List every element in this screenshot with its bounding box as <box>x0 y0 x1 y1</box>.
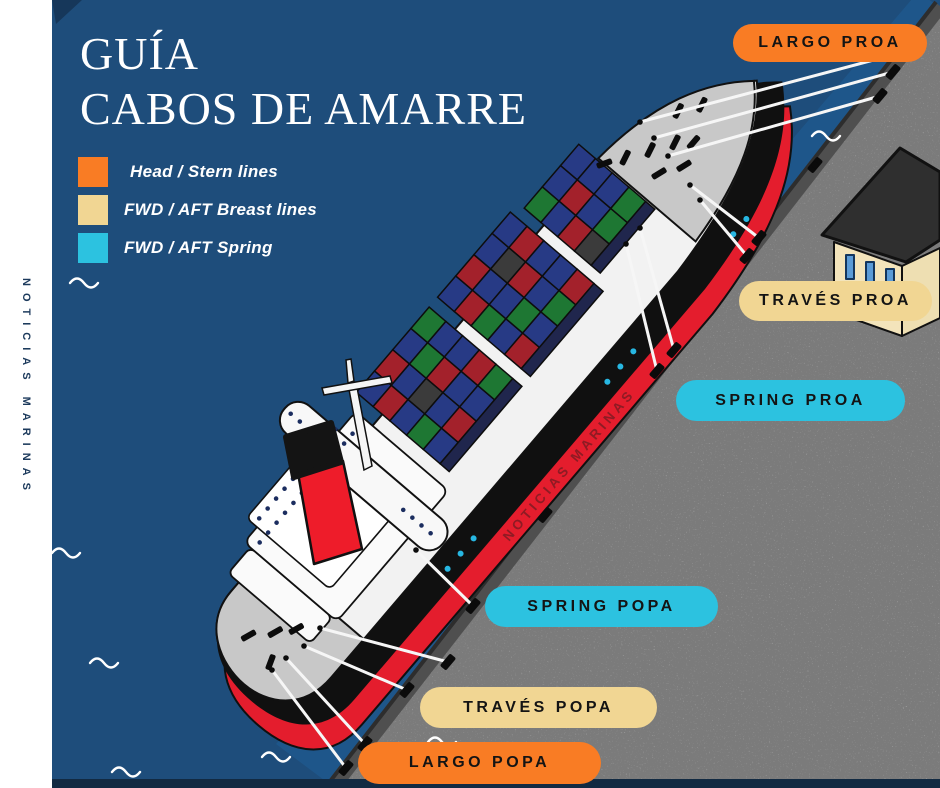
wave-mark <box>88 657 120 669</box>
house-window <box>845 254 855 280</box>
funnel-cap <box>283 420 344 480</box>
callout-label: LARGO POPA <box>408 754 551 771</box>
bollard <box>649 363 665 379</box>
bollard <box>666 342 682 358</box>
callout-label: TRAVÉS PROA <box>759 292 912 309</box>
callout-label: TRAVÉS POPA <box>463 698 614 716</box>
callout-spring-proa: SPRING PROA <box>676 380 905 421</box>
callout-label: LARGO PROA <box>758 34 902 51</box>
legend-item-head-stern: Head / Stern lines <box>78 157 317 187</box>
title-line-2: CABOS DE AMARRE <box>80 83 527 134</box>
top-accent-triangle <box>52 0 82 24</box>
bollard <box>440 654 456 670</box>
legend-item-breast-lines: FWD / AFT Breast lines <box>78 195 317 225</box>
page-title: GUÍA CABOS DE AMARRE <box>80 26 527 136</box>
wave-mark <box>110 766 142 778</box>
callout-spring-popa: SPRING POPA <box>485 586 718 627</box>
bollard <box>807 157 823 173</box>
callout-label: SPRING PROA <box>715 391 866 409</box>
wave-mark <box>260 751 292 763</box>
callout-largo-proa: LARGO PROA <box>733 24 927 62</box>
callout-label: SPRING POPA <box>527 597 676 615</box>
legend-swatch-spring-icon <box>78 233 108 263</box>
side-rail: NOTICIAS MARINAS <box>0 0 52 788</box>
callout-largo-popa: LARGO POPA <box>358 742 601 784</box>
mast <box>321 358 393 472</box>
bollard <box>751 230 767 246</box>
waves <box>50 130 842 778</box>
bollard <box>739 248 755 264</box>
legend-label: FWD / AFT Breast lines <box>124 200 317 219</box>
bollard <box>399 682 415 698</box>
legend-swatch-breast-icon <box>78 195 108 225</box>
mooring-lines <box>269 44 912 776</box>
wave-mark <box>68 277 100 289</box>
bollard <box>872 88 888 104</box>
container-bays <box>355 143 656 473</box>
funnel <box>283 420 364 566</box>
callout-traves-popa: TRAVÉS POPA <box>420 687 657 728</box>
bollard <box>885 64 901 80</box>
legend-label: Head / Stern lines <box>130 162 279 181</box>
callout-traves-proa: TRAVÉS PROA <box>739 281 932 321</box>
wave-mark <box>50 547 82 559</box>
bollard <box>465 598 481 614</box>
legend-item-spring: FWD / AFT Spring <box>78 233 317 263</box>
wave-mark <box>810 130 842 142</box>
title-line-1: GUÍA <box>80 28 199 79</box>
bollard <box>338 760 354 776</box>
bollard <box>537 507 553 523</box>
brand-vertical-text: NOTICIAS MARINAS <box>20 278 32 497</box>
legend-label: FWD / AFT Spring <box>124 238 273 257</box>
legend-swatch-head-stern-icon <box>78 157 108 187</box>
legend: Head / Stern lines FWD / AFT Breast line… <box>78 157 317 271</box>
